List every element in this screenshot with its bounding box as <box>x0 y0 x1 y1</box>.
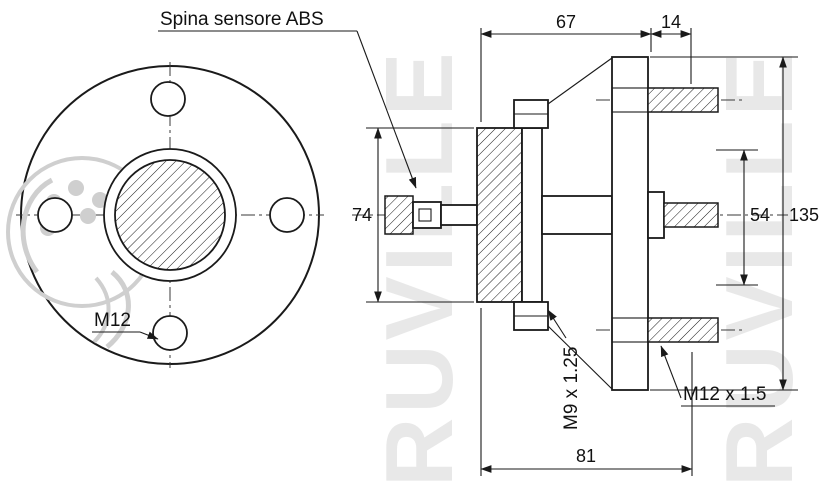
stud-bottom <box>647 317 719 343</box>
dim-stud-span: 54 <box>750 205 770 225</box>
stud-top <box>647 87 719 113</box>
dim-bearing-width: 67 <box>556 12 576 32</box>
stud-middle <box>663 202 719 228</box>
label-m9-thread: M9 x 1.25 <box>561 347 582 430</box>
dim-overall-width: 81 <box>576 446 596 466</box>
dim-bearing-od: 74 <box>352 205 372 225</box>
front-view <box>6 62 324 368</box>
leader-abs-sensor <box>356 30 417 189</box>
watermark-text: RUVILLE <box>706 48 813 487</box>
bolt-hole-right <box>269 197 305 233</box>
side-view <box>352 56 788 391</box>
watermark-text: RUVILLE <box>366 48 473 487</box>
bolt-hole-bottom <box>152 315 188 351</box>
label-m12-thread: M12 x 1.5 <box>683 384 766 405</box>
dim-flange-thickness: 14 <box>661 12 681 32</box>
hub-flange-plate <box>611 56 649 391</box>
leader-m9 <box>547 309 567 339</box>
leader-m12-thread <box>660 345 682 399</box>
center-boss <box>647 191 665 239</box>
spindle <box>541 195 613 235</box>
dimensions: 67 14 74 54 135 81 <box>352 12 819 476</box>
web-bottom-line <box>547 325 613 390</box>
bolt-hole-left <box>37 197 73 233</box>
dim-flange-diameter: 135 <box>789 205 819 225</box>
label-abs-sensor: Spina sensore ABS <box>160 9 324 30</box>
web-top-line <box>547 57 613 105</box>
hub-bore-hatched <box>114 159 226 271</box>
bolt-hole-top <box>150 81 186 117</box>
bearing-section-hatched <box>476 127 523 303</box>
watermark: RUVILLE RUVILLE <box>366 48 813 487</box>
leader-m12 <box>139 331 159 340</box>
inner-ring <box>521 127 543 303</box>
abs-sensor-plug <box>384 195 478 235</box>
callouts: Spina sensore ABS M12 M9 x 1.25 M12 x 1.… <box>92 9 775 430</box>
label-m12: M12 <box>94 310 131 331</box>
